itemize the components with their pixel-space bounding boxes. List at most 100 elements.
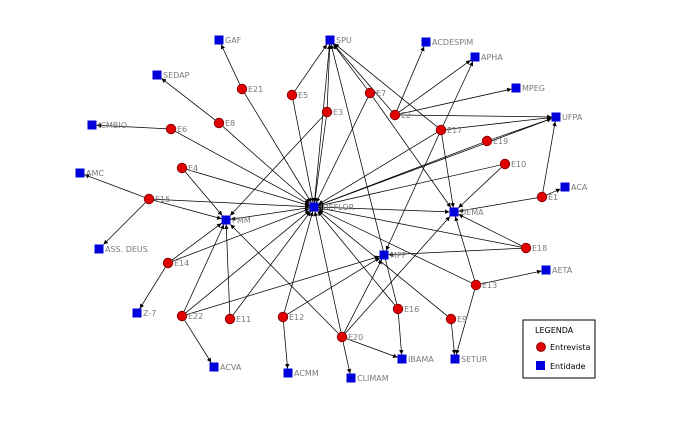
legend-entrevista-label: Entrevista — [550, 343, 591, 352]
node-setur: SETUR — [450, 354, 488, 364]
entidade-marker — [325, 35, 335, 45]
node-label: DEMA — [460, 208, 484, 217]
node-label: ICMBIO — [98, 121, 127, 130]
node-e12: E12 — [277, 311, 304, 323]
entrevista-marker — [445, 313, 457, 325]
node-label: GAF — [225, 36, 242, 45]
node-e21: E21 — [236, 83, 263, 95]
node-sedap: SEDAP — [152, 70, 190, 80]
edge-e4-to-ideflor — [186, 169, 310, 207]
edge-e12-to-mpf — [286, 257, 380, 315]
edge-e5-to-spu — [294, 44, 328, 92]
node-e4: E4 — [176, 162, 198, 174]
node-e1: E1 — [536, 191, 558, 203]
edge-e14-to-pmm — [171, 223, 222, 261]
node-e8: E8 — [213, 117, 235, 129]
node-e10: E10 — [499, 158, 526, 170]
edge-e22-to-acva — [184, 319, 212, 363]
edge-e17-to-spu — [334, 43, 438, 128]
edge-e22-to-pmm — [183, 224, 225, 312]
edge-e3-to-ideflor — [312, 116, 327, 203]
node-e5: E5 — [286, 89, 308, 101]
edge-e18-to-dema — [458, 213, 522, 247]
node-label: E5 — [298, 91, 308, 100]
entrevista-marker — [364, 87, 376, 99]
node-label: SETUR — [461, 355, 488, 364]
node-e2: E2 — [389, 109, 411, 121]
node-label: CLIMAM — [357, 374, 389, 383]
edge-e21-to-gaf — [220, 44, 241, 85]
entidade-marker — [541, 265, 551, 275]
edge-e2-to-ufpa — [399, 114, 552, 120]
node-label: E17 — [447, 126, 462, 135]
edge-e3-to-pmm — [229, 115, 324, 216]
node-apha: APHA — [470, 52, 503, 62]
entidade-marker — [221, 215, 231, 225]
node-e13: E13 — [470, 279, 497, 291]
node-label: MPF — [390, 251, 407, 260]
entidade-marker — [421, 37, 431, 47]
node-e7: E7 — [364, 87, 386, 99]
node-climam: CLIMAM — [346, 373, 389, 383]
node-label: ACMM — [294, 369, 319, 378]
node-label: E9 — [457, 315, 467, 324]
edge-e17-to-ideflor — [318, 132, 438, 205]
entidade-marker — [346, 373, 356, 383]
node-mpeg: MPEG — [511, 83, 545, 93]
entidade-marker — [379, 250, 389, 260]
legend: LEGENDA Entrevista Entidade — [522, 319, 596, 379]
edge-e2-to-apha — [398, 59, 471, 113]
node-aca: ACA — [560, 182, 588, 192]
edge-ideflor-to-spu — [314, 44, 332, 203]
node-label: E16 — [404, 305, 419, 314]
node-ideflor: IDEFLOR — [309, 202, 355, 212]
edge-e15-to-amc — [84, 174, 145, 198]
entrevista-marker — [389, 109, 401, 121]
node-e11: E11 — [224, 313, 251, 325]
edge-e8-to-ideflor — [222, 125, 310, 204]
node-label: E1 — [548, 193, 558, 202]
node-e14: E14 — [162, 257, 189, 269]
entidade-marker — [209, 362, 219, 372]
node-label: E7 — [376, 89, 386, 98]
entrevista-marker — [470, 279, 482, 291]
entrevista-marker — [176, 310, 188, 322]
legend-entidade-marker — [536, 361, 545, 370]
entrevista-marker — [336, 331, 348, 343]
node-label: Z-7 — [143, 309, 156, 318]
entidade-marker — [560, 182, 570, 192]
node-dema: DEMA — [449, 207, 484, 217]
node-e9: E9 — [445, 313, 467, 325]
edge-e20-to-climam — [342, 341, 352, 374]
node-e20: E20 — [336, 331, 363, 343]
node-label: E19 — [493, 137, 508, 146]
edge-e10-to-dema — [458, 167, 502, 209]
node-e22: E22 — [176, 310, 203, 322]
node-label: ACDESPIM — [432, 38, 473, 47]
edge-e17-to-apha — [442, 61, 474, 126]
edge-e12-to-acmm — [283, 321, 290, 369]
node-z7: Z-7 — [132, 308, 156, 318]
node-label: UFPA — [562, 113, 583, 122]
node-e16: E16 — [392, 303, 419, 315]
node-label: E8 — [225, 119, 235, 128]
entidade-marker — [75, 168, 85, 178]
node-label: E11 — [236, 315, 251, 324]
entidade-marker — [152, 70, 162, 80]
node-label: IBAMA — [408, 355, 434, 364]
node-label: AETA — [552, 266, 573, 275]
entidade-marker — [94, 244, 104, 254]
entidade-marker — [132, 308, 142, 318]
edge-e16-to-ibama — [398, 313, 404, 355]
node-label: E10 — [511, 160, 526, 169]
edge-e17-to-mpf — [385, 134, 440, 251]
edge-e10-to-ideflor — [318, 164, 501, 208]
legend-entidade-label: Entidade — [550, 362, 586, 371]
edge-e7-to-spu — [333, 44, 368, 90]
node-e19: E19 — [481, 135, 508, 147]
entidade-marker — [397, 354, 407, 364]
node-label: MPEG — [522, 84, 545, 93]
edge-e7-to-dema — [372, 96, 452, 208]
